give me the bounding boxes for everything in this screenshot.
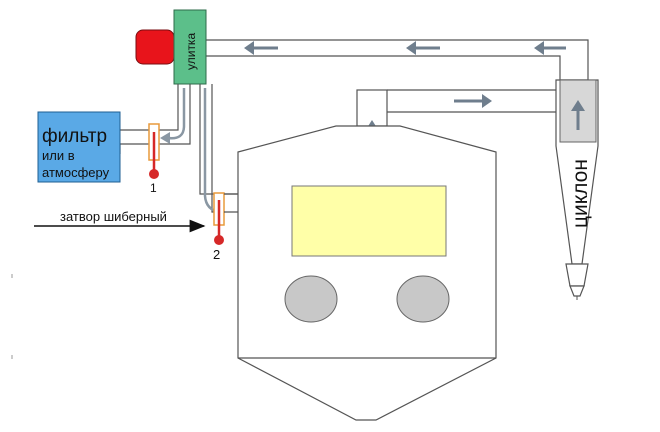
viewing-window xyxy=(291,185,447,257)
motor xyxy=(135,29,175,65)
thermometer-2 xyxy=(213,192,225,245)
thermometer-1 xyxy=(148,123,160,179)
arrow-left-icon xyxy=(160,132,170,144)
blast-cabinet xyxy=(237,125,497,421)
arrow-left-icon xyxy=(534,41,544,55)
filter-box xyxy=(37,111,121,183)
cabinet-outlet-duct xyxy=(356,89,556,127)
glove-port-right xyxy=(396,275,450,323)
thermometer-1-label: 1 xyxy=(150,181,157,195)
filter-label-3: атмосферу xyxy=(42,165,110,180)
cyclone-label: циклон xyxy=(569,159,592,228)
arrow-left-icon xyxy=(406,41,416,55)
arrow-up-icon xyxy=(571,100,585,111)
cyclone-arrow-up xyxy=(571,100,585,130)
arrow-left-icon xyxy=(244,41,254,55)
arrow-right-icon xyxy=(482,94,492,108)
filter-label-2: или в xyxy=(42,148,75,163)
gate-label: затвор шиберный xyxy=(60,209,167,224)
snail-label: улитка xyxy=(184,33,198,70)
top-duct xyxy=(206,39,589,81)
thermometer-2-label: 2 xyxy=(213,247,220,262)
cyclone xyxy=(555,79,599,300)
snail-fan xyxy=(173,9,207,85)
top-duct-arrow-2 xyxy=(406,41,440,55)
middle-duct-arrow xyxy=(454,94,492,108)
top-duct-arrow-3 xyxy=(534,41,566,55)
flow-path-filter xyxy=(160,88,186,144)
top-duct-arrow-1 xyxy=(244,41,278,55)
glove-port-left xyxy=(284,275,338,323)
filter-label-1: фильтр xyxy=(42,126,107,147)
